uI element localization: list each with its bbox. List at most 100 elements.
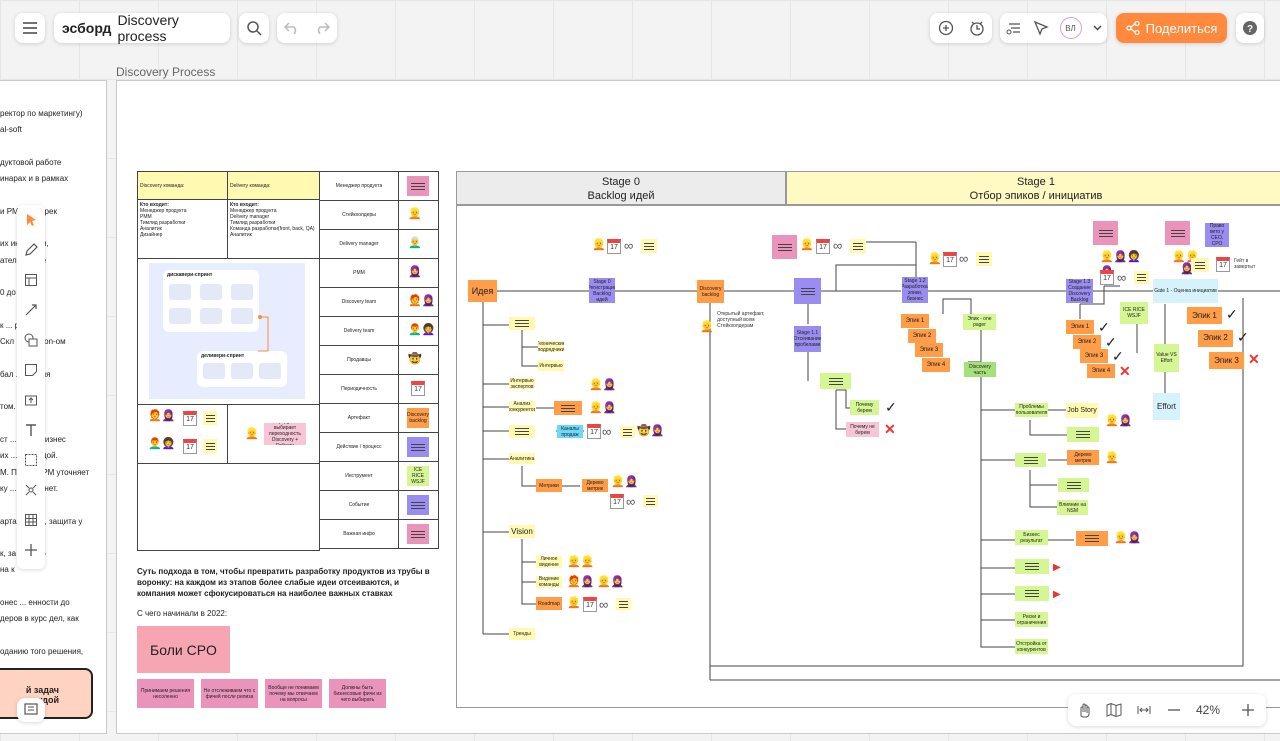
right-branch-sticky[interactable]: Job Story: [1066, 403, 1098, 418]
right-branch-sticky[interactable]: Дерево метрик: [1067, 450, 1099, 465]
effort-sticky[interactable]: Effort: [1153, 393, 1180, 420]
zoom-in-icon[interactable]: [1240, 702, 1256, 718]
pain-sticky[interactable]: Должны быть бизнесовые фичи из чего выби…: [329, 679, 386, 708]
branch-sticky[interactable]: Интервью экспертов: [509, 378, 535, 389]
branch-sticky[interactable]: Каналы продаж: [557, 425, 583, 438]
map-icon[interactable]: [1106, 702, 1122, 718]
pen-tool-icon[interactable]: [20, 239, 42, 261]
branch-sticky[interactable]: Личное видение: [536, 556, 562, 568]
action-sticky[interactable]: [554, 401, 582, 415]
idea-sticky[interactable]: Идея: [468, 280, 497, 302]
branch-sticky[interactable]: Интервью: [538, 360, 564, 371]
table-tool-icon[interactable]: [20, 509, 42, 531]
epic-sticky[interactable]: Эпик 2: [1073, 334, 1101, 349]
why-take-sticky[interactable]: Почему берем: [850, 400, 879, 415]
event-sticky-5[interactable]: [1058, 478, 1089, 492]
epic-sticky[interactable]: Эпик 3: [1209, 352, 1244, 369]
product-choice-sticky[interactable]: Продукт выбирает переходность Discovery …: [264, 423, 306, 445]
important-sticky-2[interactable]: [1093, 221, 1118, 245]
info-sticky[interactable]: [643, 495, 658, 507]
share-button[interactable]: Поделиться: [1116, 13, 1227, 43]
hand-icon[interactable]: [1076, 702, 1092, 718]
right-branch-sticky[interactable]: Отстройка от конкурентов: [1015, 639, 1048, 654]
right-branch-sticky[interactable]: Бизнес результат: [1015, 530, 1048, 545]
info-sticky[interactable]: [620, 426, 635, 438]
comments-button[interactable]: [17, 698, 45, 722]
branch-sticky[interactable]: Аналитика: [509, 453, 535, 464]
pain-sticky[interactable]: Не отслеживаем что с фичей после релиза: [201, 679, 258, 708]
chevron-down-icon[interactable]: [1093, 25, 1102, 31]
shape-tool-icon[interactable]: [20, 329, 42, 351]
event-sticky[interactable]: [820, 373, 851, 389]
branch-sticky[interactable]: Дерево метрик: [582, 479, 608, 492]
cursor-share-icon[interactable]: [1033, 20, 1049, 36]
epic-sticky[interactable]: Эпик 1: [1187, 307, 1222, 324]
board-title-pill[interactable]: эсборд Discovery process: [54, 12, 230, 44]
frame-title[interactable]: Discovery Process: [116, 65, 216, 79]
avatar[interactable]: ВЛ: [1059, 17, 1082, 39]
ice-sticky[interactable]: ICE RICE WSJF: [1120, 302, 1148, 324]
board-title[interactable]: Discovery process: [117, 12, 179, 44]
search-button[interactable]: [239, 13, 269, 43]
stage12-sticky[interactable]: Stage 1.2 Разработка, эпики, бизнес: [902, 277, 928, 303]
info-sticky[interactable]: [616, 598, 631, 610]
left-doc-banner[interactable]: й задач каждой: [0, 668, 93, 719]
summary-text[interactable]: Суть подхода в том, чтобы превратить раз…: [137, 567, 430, 598]
pain-sticky[interactable]: Вообще не понимаем почему мы отвечаем на…: [265, 679, 322, 708]
info-sticky[interactable]: [976, 252, 992, 266]
info-sticky[interactable]: [641, 239, 657, 253]
info-sticky[interactable]: [850, 239, 866, 253]
branch-sticky[interactable]: Анализ конкурентов: [509, 401, 535, 412]
comment-tool-icon[interactable]: [20, 449, 42, 471]
stage13-sticky[interactable]: Stage 1.3 Создание Discovery Backlog: [1066, 279, 1093, 303]
business-action-sticky[interactable]: [1076, 531, 1108, 546]
epic-sticky[interactable]: Эпик 1: [1066, 320, 1094, 334]
mindmap-tool-icon[interactable]: [20, 479, 42, 501]
discovery-part-sticky[interactable]: Discovery часть: [964, 362, 996, 377]
event-sticky-3[interactable]: [1015, 586, 1049, 601]
undo-icon[interactable]: [284, 22, 300, 34]
more-tools-icon[interactable]: [20, 539, 42, 561]
branch-sticky[interactable]: Видение команды: [536, 576, 562, 588]
epic-sticky[interactable]: Эпик 1: [901, 314, 929, 328]
stage11-sticky[interactable]: Stage 1.1 Отсеивание пробелами: [794, 326, 821, 352]
text-tool-icon[interactable]: [20, 419, 42, 441]
epic-sticky[interactable]: Эпик 4: [922, 357, 950, 372]
veto-sticky[interactable]: Право вето у CEO, CPO: [1205, 223, 1229, 247]
gate1-sticky[interactable]: Gate 1 - Оценка инициатив: [1153, 279, 1218, 303]
sales-root-sticky[interactable]: [509, 425, 535, 438]
branch-sticky[interactable]: Метрики: [536, 479, 562, 492]
event-sticky-2[interactable]: [1015, 559, 1049, 574]
epic-sticky[interactable]: Эпик 2: [908, 328, 936, 343]
right-branch-sticky[interactable]: Риски и ограничения: [1015, 612, 1048, 627]
add-icon[interactable]: [938, 20, 954, 36]
branch-sticky[interactable]: Тренды: [509, 628, 535, 640]
why-not-sticky[interactable]: Почему не берем: [846, 422, 879, 437]
branch-sticky[interactable]: Roadmap: [536, 597, 562, 610]
epic-sticky[interactable]: Эпик 2: [1198, 329, 1233, 347]
important-sticky-3[interactable]: [1165, 221, 1190, 245]
right-branch-sticky[interactable]: Проблемы пользователя: [1015, 403, 1048, 417]
discovery-backlog-sticky[interactable]: Discovery backlog: [697, 280, 724, 303]
epic-sticky[interactable]: Эпик 4: [1087, 363, 1115, 378]
stage1-action-sticky[interactable]: [794, 278, 821, 304]
started-label[interactable]: С чего начинали в 2022:: [137, 609, 228, 618]
event-sticky-4[interactable]: [1015, 453, 1046, 467]
branch-sticky[interactable]: Vision: [509, 525, 535, 538]
open-artifact-note[interactable]: Открытый артефакт, доступный всем Стейкх…: [717, 311, 765, 329]
branch-sticky[interactable]: Технические подрядчики: [538, 341, 564, 352]
zoom-out-icon[interactable]: [1166, 702, 1182, 718]
one-pager-sticky[interactable]: Эпик - one pager: [963, 314, 996, 330]
presentation-icon[interactable]: [1006, 20, 1022, 36]
fit-width-icon[interactable]: [1136, 702, 1152, 718]
info-sticky[interactable]: [1191, 258, 1209, 272]
important-sticky[interactable]: [772, 235, 797, 259]
line-tool-icon[interactable]: [20, 299, 42, 321]
upload-tool-icon[interactable]: [20, 389, 42, 411]
select-tool-icon[interactable]: [20, 209, 42, 231]
epic-sticky[interactable]: Эпик 3: [1080, 349, 1108, 363]
right-branch-sticky[interactable]: Влияние на NSM: [1057, 500, 1088, 515]
pain-sticky[interactable]: Принимаем решения несоленно: [137, 679, 194, 708]
stage0-sticky[interactable]: Stage 0 Регистрация Backlog идей: [589, 278, 615, 303]
sticky-tool-icon[interactable]: [20, 359, 42, 381]
